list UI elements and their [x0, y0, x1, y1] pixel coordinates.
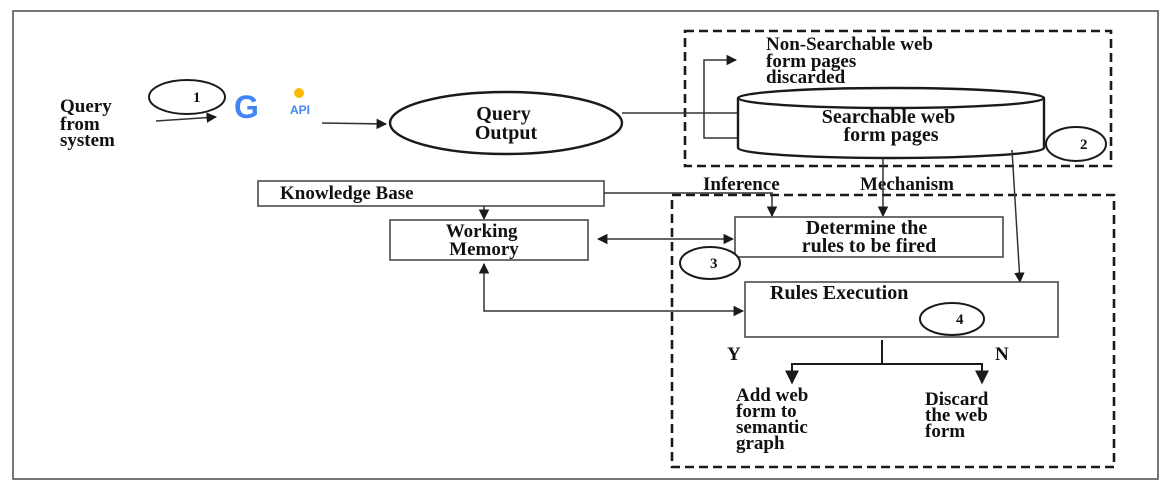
arrow-to-add-form: [785, 363, 882, 385]
svg-text:G: G: [234, 89, 259, 125]
arrow-to-non-searchable: [703, 54, 738, 139]
knowledge-base-label: Knowledge Base: [280, 183, 414, 204]
arrow-kb-to-determine: [604, 192, 778, 218]
arrow-searchable-to-execution: [1011, 149, 1025, 284]
svg-text:API: API: [290, 103, 310, 117]
step-2-circle: [1045, 126, 1107, 162]
determine-rules-label: Determine the rules to be fired: [802, 217, 937, 257]
rules-execution-label: Rules Execution: [770, 282, 908, 304]
searchable-pages-label: Searchable web form pages: [822, 106, 961, 146]
mechanism-label: Mechanism: [860, 174, 954, 195]
query-from-system-label: Query from system: [60, 96, 116, 151]
working-memory-label: Working Memory: [446, 221, 523, 260]
step-4-circle: [919, 302, 985, 336]
working-memory-box: [389, 219, 589, 261]
knowledge-base-box: [257, 180, 605, 207]
non-searchable-label: Non-Searchable web form pages discarded: [766, 34, 938, 88]
step-3-number: 3: [710, 256, 718, 272]
step-2-number: 2: [1080, 137, 1088, 153]
arrow-query-to-google: [155, 112, 218, 123]
step-1-circle: [148, 79, 226, 115]
dashed-group-inference: [670, 193, 1116, 469]
google-api-logo-icon: G API: [234, 88, 310, 125]
discard-web-form-label: Discard the web form: [925, 389, 993, 442]
arrow-google-to-output: [321, 118, 388, 130]
query-output-label: Query Output: [475, 103, 538, 144]
step-4-number: 4: [956, 312, 964, 328]
dashed-group-search: [683, 29, 1113, 168]
rules-execution-box: [744, 281, 1059, 338]
inference-label: Inference: [703, 174, 780, 195]
arrow-to-discard-form: [882, 363, 989, 385]
arrow-memory-execution: [478, 262, 745, 317]
step-1-number: 1: [193, 90, 201, 106]
query-output-node: [388, 90, 624, 156]
determine-rules-box: [734, 216, 1004, 258]
searchable-pages-database: [736, 86, 1046, 160]
outer-frame: [12, 10, 1159, 480]
add-web-form-label: Add web form to semantic graph: [736, 385, 813, 454]
yes-label: Y: [727, 344, 741, 365]
no-label: N: [995, 344, 1009, 365]
